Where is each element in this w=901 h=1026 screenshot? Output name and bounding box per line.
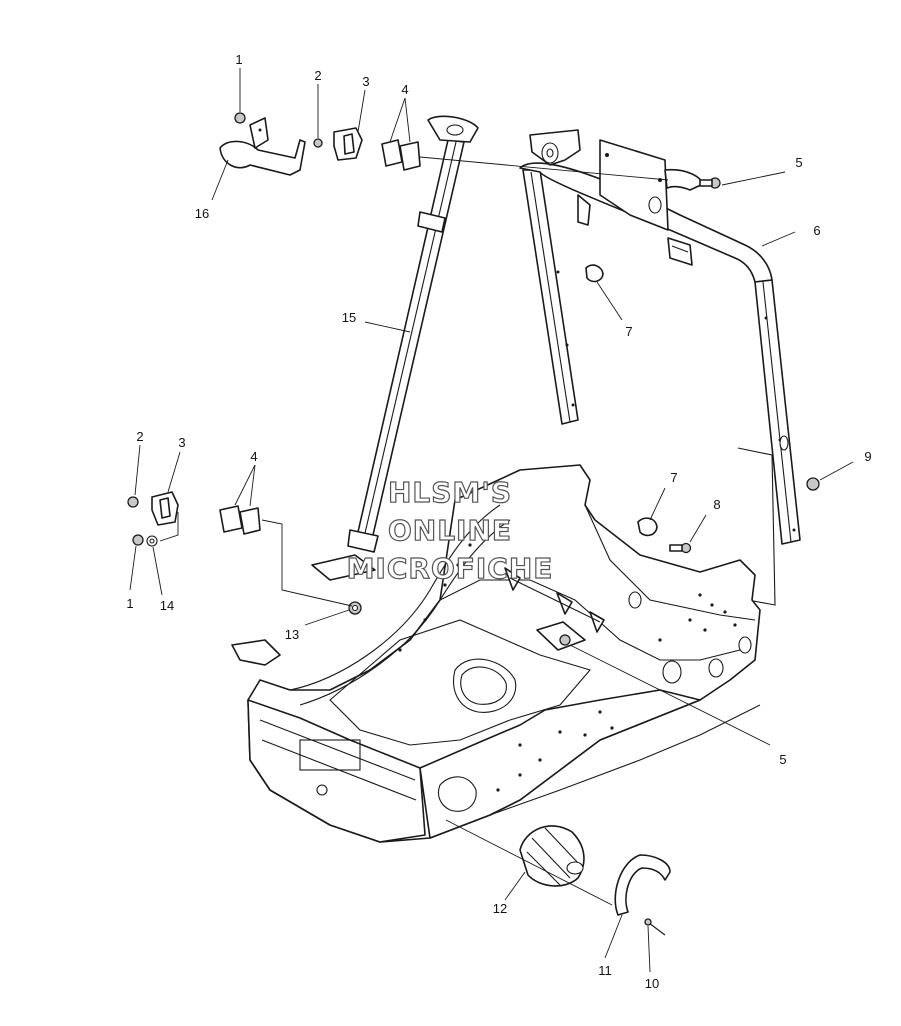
watermark: HLSM'S ONLINE MICROFICHE: [346, 475, 554, 585]
callout-8: 8: [713, 497, 720, 512]
callout-7-top: 7: [625, 324, 632, 339]
callout-1-top: 1: [235, 52, 242, 67]
callout-7-lower: 7: [670, 470, 677, 485]
callout-12: 12: [493, 901, 507, 916]
leader-lines: [129, 68, 854, 973]
callout-2-top: 2: [314, 68, 321, 83]
callout-4-lower: 4: [250, 449, 257, 464]
callout-9: 9: [864, 449, 871, 464]
callout-5-top: 5: [795, 155, 802, 170]
callout-3-top: 3: [362, 74, 369, 89]
callout-6: 6: [813, 223, 820, 238]
chassis-frame: [231, 464, 761, 843]
callout-labels: 1 2 3 4 5 6 7 16 15 2 3 4 7 9 8 1 14 13 …: [126, 52, 871, 991]
callout-11: 11: [598, 963, 612, 978]
boot-and-clip-part: [519, 825, 671, 936]
hardware-lower-left: [127, 491, 362, 615]
callout-15: 15: [342, 310, 356, 325]
steering-post-part: [311, 115, 479, 581]
bracket-part: [219, 117, 306, 176]
callout-2-lower: 2: [136, 429, 143, 444]
watermark-line-3: MICROFICHE: [347, 552, 554, 585]
watermark-line-2: ONLINE: [388, 514, 512, 547]
roll-bar-part: [519, 129, 801, 606]
callout-3-lower: 3: [178, 435, 185, 450]
hardware-top: [234, 112, 721, 283]
callout-1-lower: 1: [126, 596, 133, 611]
callout-5-lower: 5: [779, 752, 786, 767]
hardware-right: [559, 477, 820, 646]
callout-16: 16: [195, 206, 209, 221]
callout-4-top: 4: [401, 82, 408, 97]
callout-13: 13: [285, 627, 299, 642]
callout-10: 10: [645, 976, 659, 991]
watermark-line-1: HLSM'S: [388, 476, 512, 509]
callout-14: 14: [160, 598, 174, 613]
